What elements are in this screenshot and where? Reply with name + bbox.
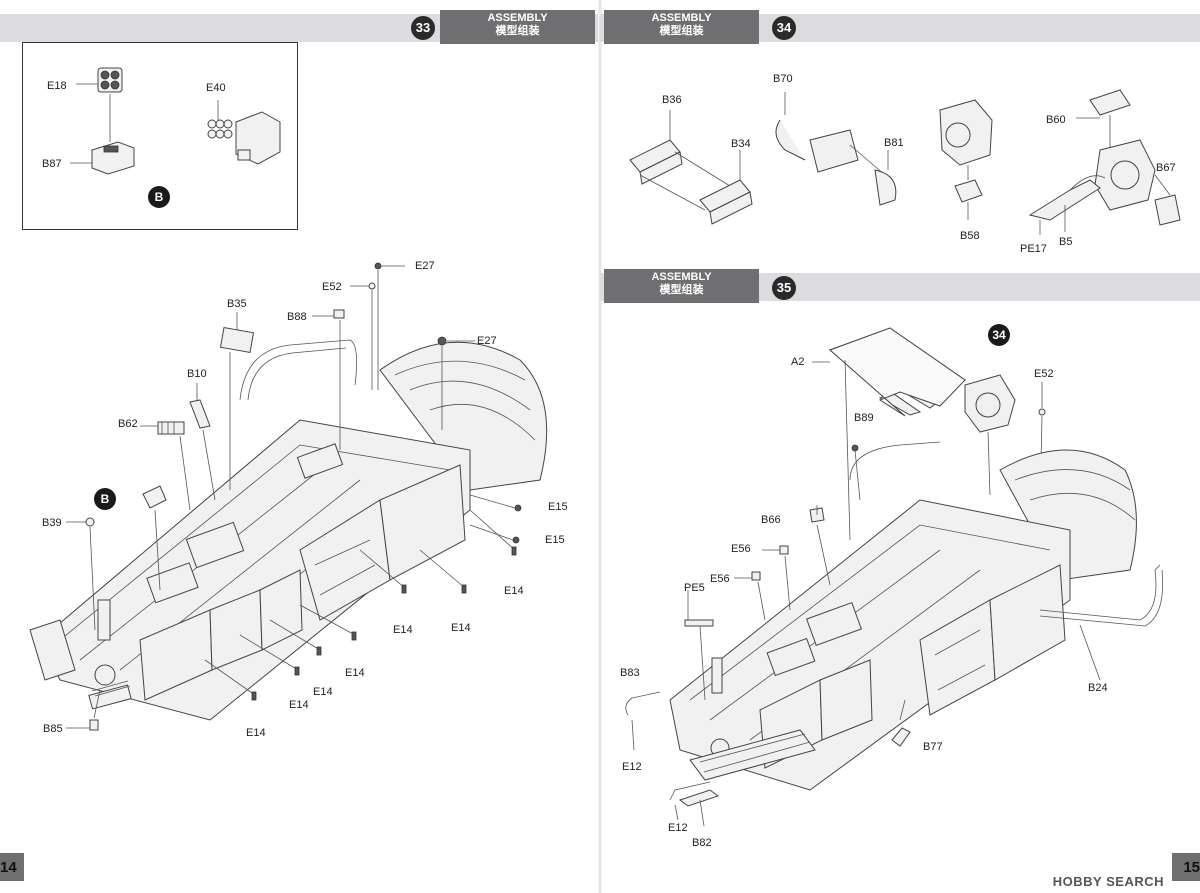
part-e40 bbox=[207, 111, 281, 165]
left-page: 33 ASSEMBLY 模型组装 E18 E40 B87 B bbox=[0, 10, 600, 881]
label-b39: B39 bbox=[42, 517, 62, 529]
label-b77: B77 bbox=[923, 741, 943, 753]
page-number-left: 14 bbox=[0, 853, 24, 881]
label-b58: B58 bbox=[960, 230, 980, 242]
book-gutter bbox=[598, 0, 602, 893]
label-b83: B83 bbox=[620, 667, 640, 679]
label-e18: E18 bbox=[47, 80, 67, 92]
part-b87 bbox=[91, 141, 135, 175]
label-e56-b: E56 bbox=[710, 573, 730, 585]
label-pe17: PE17 bbox=[1020, 243, 1047, 255]
step35-title-cn: 模型组装 bbox=[659, 284, 704, 296]
label-e27-mid: E27 bbox=[477, 335, 497, 347]
label-e52: E52 bbox=[322, 281, 342, 293]
label-b89: B89 bbox=[854, 412, 874, 424]
step33-number: 33 bbox=[411, 16, 435, 40]
label-b34: B34 bbox=[731, 138, 751, 150]
label-e14-5: E14 bbox=[313, 686, 333, 698]
step35-subassembly-badge: 34 bbox=[988, 324, 1010, 346]
label-b60: B60 bbox=[1046, 114, 1066, 126]
label-b35: B35 bbox=[227, 298, 247, 310]
label-e52-r: E52 bbox=[1034, 368, 1054, 380]
main-badge-b: B bbox=[94, 488, 116, 510]
label-b88: B88 bbox=[287, 311, 307, 323]
e14-rods bbox=[204, 509, 517, 701]
page-number-right: 15 bbox=[1172, 853, 1200, 881]
label-e27-top: E27 bbox=[415, 260, 435, 272]
label-e14-1: E14 bbox=[504, 585, 524, 597]
label-e15-b: E15 bbox=[545, 534, 565, 546]
label-e12-b: E12 bbox=[668, 822, 688, 834]
label-e14-6: E14 bbox=[289, 699, 309, 711]
label-b24: B24 bbox=[1088, 682, 1108, 694]
label-b36: B36 bbox=[662, 94, 682, 106]
inset-diagram bbox=[70, 67, 281, 175]
label-b62: B62 bbox=[118, 418, 138, 430]
label-b10: B10 bbox=[187, 368, 207, 380]
label-e15-a: E15 bbox=[548, 501, 568, 513]
label-e14-2: E14 bbox=[393, 624, 413, 636]
step33-title-cn: 模型组装 bbox=[495, 25, 540, 37]
label-a2: A2 bbox=[791, 356, 805, 368]
label-e56-a: E56 bbox=[731, 543, 751, 555]
step34-title-cn: 模型组装 bbox=[659, 25, 704, 37]
label-pe5: PE5 bbox=[684, 582, 705, 594]
label-b66: B66 bbox=[761, 514, 781, 526]
step33-title: ASSEMBLY 模型组装 bbox=[440, 10, 595, 44]
label-b87: B87 bbox=[42, 158, 62, 170]
step34-title: ASSEMBLY 模型组装 bbox=[604, 10, 759, 44]
label-e40: E40 bbox=[206, 82, 226, 94]
label-b67: B67 bbox=[1156, 162, 1176, 174]
label-e14-7: E14 bbox=[246, 727, 266, 739]
step33-inset-box bbox=[22, 42, 298, 230]
label-e14-4: E14 bbox=[345, 667, 365, 679]
label-b81: B81 bbox=[884, 137, 904, 149]
step34-diagram bbox=[629, 89, 1181, 235]
inset-badge-b: B bbox=[148, 186, 170, 208]
label-b5: B5 bbox=[1059, 236, 1073, 248]
label-e14-3: E14 bbox=[451, 622, 471, 634]
step35-chassis-diagram bbox=[625, 327, 1163, 827]
step33-title-en: ASSEMBLY bbox=[487, 12, 548, 24]
step35-title-en: ASSEMBLY bbox=[651, 271, 712, 283]
step34-title-en: ASSEMBLY bbox=[651, 12, 712, 24]
label-b85: B85 bbox=[43, 723, 63, 735]
right-page: ASSEMBLY 模型组装 34 bbox=[600, 0, 1200, 893]
hobby-search-watermark: HOBBY SEARCH bbox=[1052, 874, 1164, 889]
step34-number: 34 bbox=[772, 16, 796, 40]
step33-chassis-diagram bbox=[29, 262, 548, 731]
part-e18 bbox=[97, 67, 123, 93]
label-b70: B70 bbox=[773, 73, 793, 85]
step35-title: ASSEMBLY 模型组装 bbox=[604, 269, 759, 303]
label-b82: B82 bbox=[692, 837, 712, 849]
step35-number: 35 bbox=[772, 276, 796, 300]
label-e12-a: E12 bbox=[622, 761, 642, 773]
